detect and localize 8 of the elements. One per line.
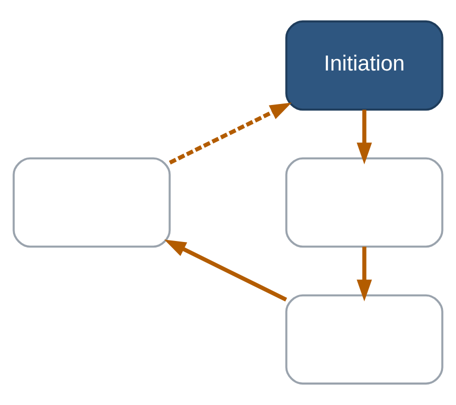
arrow [356, 110, 372, 164]
node-box [285, 157, 444, 248]
node-box [285, 294, 444, 385]
node-box [12, 157, 171, 248]
node-box: Initiation [285, 20, 444, 111]
arrow [168, 102, 292, 164]
arrow [164, 240, 288, 302]
arrow [356, 246, 372, 302]
